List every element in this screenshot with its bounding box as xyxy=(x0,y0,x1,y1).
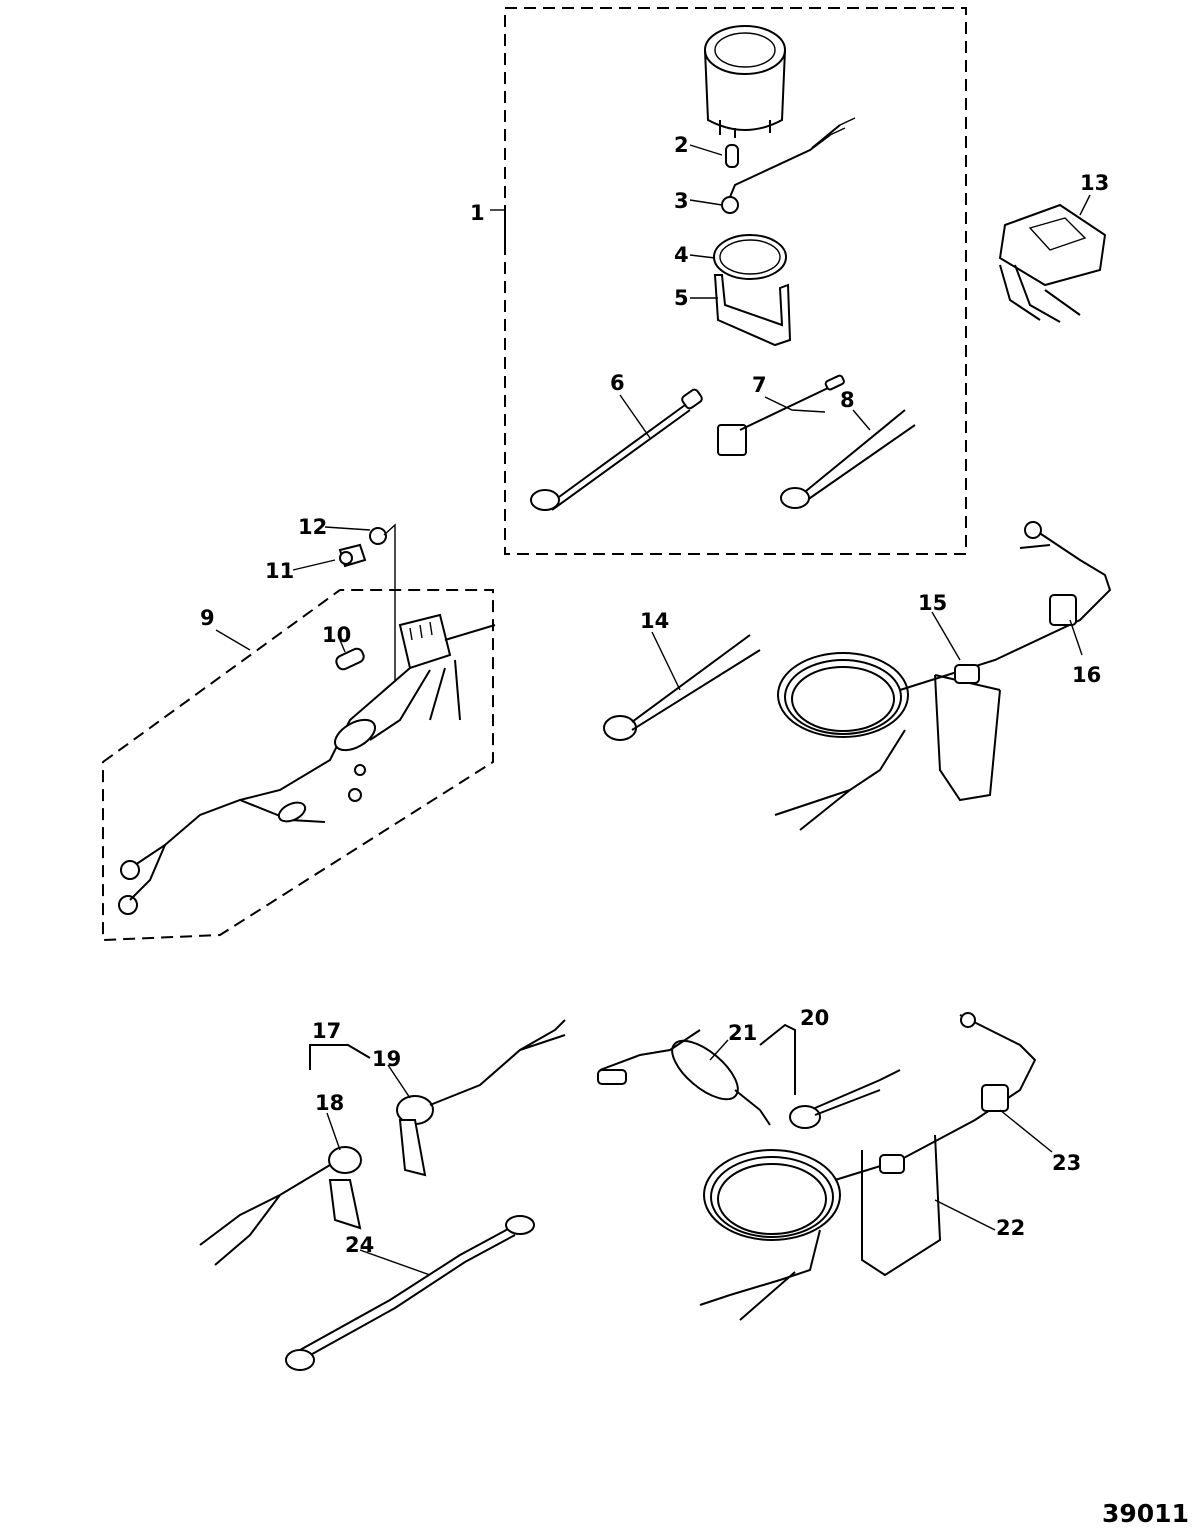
callout-5: 5 xyxy=(674,286,689,310)
leader-lines xyxy=(215,144,1091,1276)
bulb-part xyxy=(725,144,739,168)
module-13-part xyxy=(998,203,1107,323)
callout-21: 21 xyxy=(728,1021,757,1045)
callout-8: 8 xyxy=(840,388,855,412)
callout-3: 3 xyxy=(674,189,689,213)
callout-6: 6 xyxy=(610,371,625,395)
kit-1-boundary xyxy=(504,7,967,555)
cable-24-part xyxy=(285,1215,535,1371)
callout-12: 12 xyxy=(298,515,327,539)
harness-8-part xyxy=(780,409,916,509)
switch-19-part xyxy=(396,1019,566,1177)
harness-22-part xyxy=(699,1012,1037,1321)
callout-14: 14 xyxy=(640,609,669,633)
callout-1: 1 xyxy=(470,201,485,225)
socket-part xyxy=(721,117,856,214)
kit-9-boundary xyxy=(102,589,494,942)
gauge-part xyxy=(704,25,786,138)
rectifier-part xyxy=(118,613,496,915)
figure-number: 39011 xyxy=(1102,1499,1189,1528)
bracket-20 xyxy=(759,1023,796,1095)
bracket-17 xyxy=(309,1044,371,1070)
callout-2: 2 xyxy=(674,133,689,157)
callout-11: 11 xyxy=(265,559,294,583)
callout-7: 7 xyxy=(752,373,767,397)
callout-19: 19 xyxy=(372,1047,401,1071)
callout-20: 20 xyxy=(800,1006,829,1030)
switch-18-part xyxy=(199,1146,362,1266)
harness-14-part xyxy=(603,634,761,741)
callout-24: 24 xyxy=(345,1233,374,1257)
switch-20-part xyxy=(789,1069,901,1129)
callout-10: 10 xyxy=(322,623,351,647)
callout-15: 15 xyxy=(918,591,947,615)
part-10 xyxy=(335,647,365,671)
mounting-bracket-part xyxy=(713,274,792,347)
callout-9: 9 xyxy=(200,606,215,630)
callout-4: 4 xyxy=(674,243,689,267)
harness-6-part xyxy=(530,388,703,511)
callout-18: 18 xyxy=(315,1091,344,1115)
connector-7-part xyxy=(717,374,845,456)
callout-13: 13 xyxy=(1080,171,1109,195)
callout-23: 23 xyxy=(1052,1151,1081,1175)
callout-17: 17 xyxy=(312,1019,341,1043)
screw-11-part xyxy=(338,543,367,568)
ring-part xyxy=(713,234,787,280)
lanyard-21-part xyxy=(597,1029,771,1126)
callout-22: 22 xyxy=(996,1216,1025,1240)
nut-12-part xyxy=(369,523,396,680)
callout-16: 16 xyxy=(1072,663,1101,687)
harness-15-part xyxy=(774,521,1112,831)
